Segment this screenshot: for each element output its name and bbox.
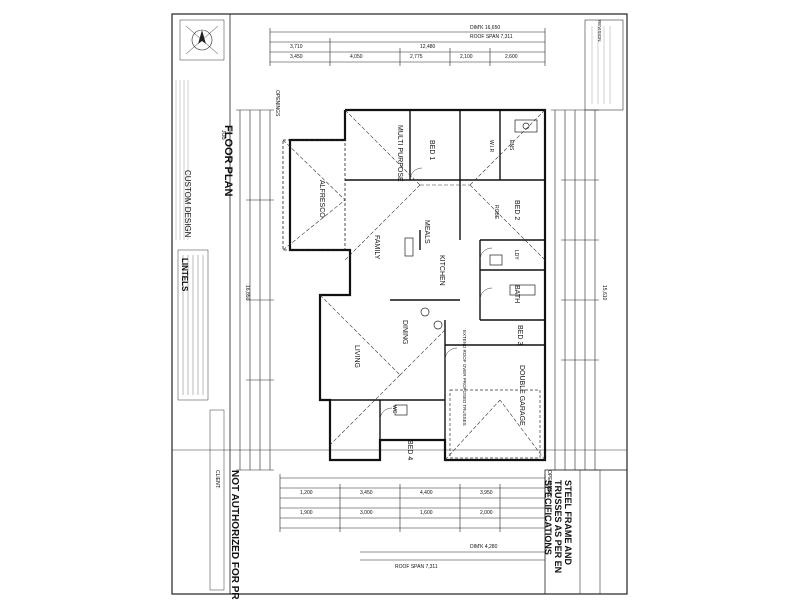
garage-note: EXTEND ROOF OVER PROPOSED TRUSSES <box>462 330 467 426</box>
alfresco-outline <box>282 139 346 251</box>
title-block-text: FLOOR PLAN JOB CUSTOM DESIGN LINTELS NOT… <box>180 125 240 605</box>
room-label-bed4: BED 4 <box>406 440 413 460</box>
room-label-living: LIVING <box>353 345 360 368</box>
bottom-dim-d: 3,950 <box>480 490 493 496</box>
sheet-title: FLOOR PLAN <box>222 125 234 197</box>
right-overall-dim: 15,610 <box>601 285 607 301</box>
fixtures <box>394 119 538 416</box>
house-walls <box>288 108 547 462</box>
revision-label: REVISION <box>597 20 602 42</box>
design-label: CUSTOM DESIGN <box>183 170 192 238</box>
top-dimensions <box>269 28 546 66</box>
room-label-double-garage: DOUBLE GARAGE <box>518 365 525 426</box>
room-label-ens: ENS <box>508 140 514 151</box>
dimension-text: DIM'K 16,650 ROOF SPAN 7,311 3,710 12,48… <box>244 25 607 570</box>
not-authorized-label: NOT AUTHORIZED FOR PRINT <box>229 470 240 600</box>
room-label-multi-purpose: MULTI PURPOSE <box>396 125 403 182</box>
room-label-bed1: BED 1 <box>428 140 435 160</box>
roof-lines <box>282 109 546 461</box>
bottom-roof-span: ROOF SPAN 7,311 <box>395 564 438 570</box>
top-roof-span: ROOF SPAN 7,311 <box>470 34 513 40</box>
garage-outline <box>449 389 541 459</box>
bottom-dim-b: 3,450 <box>360 490 373 496</box>
room-labels: BED 1 MULTI PURPOSE MEALS FAMILY KITCHEN… <box>318 125 525 460</box>
room-label-robe: ROBE <box>493 205 499 220</box>
openings-label-left: OPENINGS <box>274 90 280 117</box>
bottom-overall-dim: DIM'K 4,280 <box>470 544 498 550</box>
bottom-dimensions <box>279 474 546 561</box>
right-dimensions <box>551 109 599 471</box>
room-label-family: FAMILY <box>373 235 380 260</box>
room-label-kitchen: KITCHEN <box>438 255 445 286</box>
interior-walls <box>330 110 545 460</box>
room-label-bath: BATH <box>513 285 520 303</box>
north-arrow-icon <box>191 29 213 51</box>
bottom-dim-g: 1,600 <box>420 510 433 516</box>
spec-line-3: SPECIFICATIONS <box>543 480 553 555</box>
bottom-dim-a: 1,200 <box>300 490 313 496</box>
door-swings <box>379 167 493 421</box>
top-dim-g: 2,600 <box>505 54 518 60</box>
top-dim-c: 3,450 <box>290 54 303 60</box>
openings-label-right: OPENINGS <box>546 470 552 497</box>
bottom-dim-c: 4,400 <box>420 490 433 496</box>
room-label-alfresco: ALFRESCO <box>318 180 325 218</box>
top-dim-f: 2,100 <box>460 54 473 60</box>
top-dim-d: 4,050 <box>350 54 363 60</box>
client-label: CLIENT: <box>214 470 220 489</box>
top-dim-e: 2,775 <box>410 54 423 60</box>
spec-line-1: STEEL FRAME AND <box>563 480 573 566</box>
room-label-wc: WC <box>391 405 397 414</box>
drawing-notes: EXTEND ROOF OVER PROPOSED TRUSSES REVISI… <box>462 20 602 426</box>
bottom-dim-h: 2,000 <box>480 510 493 516</box>
bottom-dim-e: 1,900 <box>300 510 313 516</box>
room-label-meals: MEALS <box>423 220 430 244</box>
room-label-wir: W.I.R <box>488 140 494 153</box>
top-dim-a: 3,710 <box>290 44 303 50</box>
room-label-ldy: LDY <box>513 250 519 260</box>
top-dim-b: 12,480 <box>420 44 436 50</box>
job-label: JOB <box>220 130 226 140</box>
bottom-dim-f: 3,000 <box>360 510 373 516</box>
title-block-left <box>171 13 231 595</box>
room-label-bed2: BED 2 <box>513 200 520 220</box>
left-dimensions <box>236 109 274 471</box>
revision-stamp <box>584 19 624 111</box>
top-overall-dim: DIM'K 16,650 <box>470 25 500 31</box>
spec-text: STEEL FRAME AND TRUSSES AS PER EN SPECIF… <box>543 480 573 573</box>
lintels-label: LINTELS <box>180 258 189 292</box>
left-overall-dim: 16,850 <box>244 285 250 301</box>
room-label-dining: DINING <box>401 320 408 345</box>
room-label-bed3: BED 3 <box>516 325 523 345</box>
spec-line-2: TRUSSES AS PER EN <box>553 480 563 573</box>
